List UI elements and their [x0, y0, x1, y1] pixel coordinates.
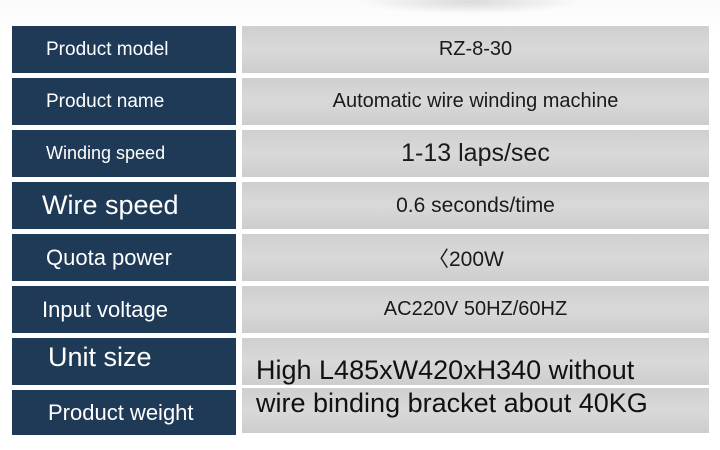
decorative-divider	[24, 128, 44, 130]
spec-value: 〈200W	[242, 234, 709, 281]
spec-row-winding-speed: Winding speed 1-13 laps/sec	[12, 130, 709, 177]
decorative-divider	[196, 128, 222, 130]
value-bg-top	[242, 338, 709, 385]
spec-value: 0.6 seconds/time	[242, 182, 709, 229]
spec-value: 1-13 laps/sec	[242, 130, 709, 177]
spec-value: RZ-8-30	[242, 26, 709, 73]
spec-label: Winding speed	[12, 130, 236, 177]
spec-table: Product model RZ-8-30 Product name Autom…	[12, 26, 709, 440]
size-weight-line-2: wire binding bracket about 40KG	[256, 388, 648, 418]
merged-value-cell: High L485xW420xH340 without wire binding…	[242, 338, 709, 433]
spec-label: Input voltage	[12, 286, 236, 333]
spec-label: Quota power	[12, 234, 236, 281]
spec-row-unit-size: Unit size	[12, 338, 709, 385]
spec-row-product-weight: Product weight	[12, 390, 709, 435]
spec-row-quota-power: Quota power 〈200W	[12, 234, 709, 281]
spec-value: AC220V 50HZ/60HZ	[242, 286, 709, 333]
spec-row-product-model: Product model RZ-8-30	[12, 26, 709, 73]
spec-row-input-voltage: Input voltage AC220V 50HZ/60HZ	[12, 286, 709, 333]
top-shadow	[360, 0, 580, 14]
value-bg-bottom	[242, 388, 709, 433]
size-weight-text: High L485xW420xH340 without wire binding…	[256, 354, 706, 420]
size-weight-line-1: High L485xW420xH340 without	[256, 355, 635, 385]
spec-row-wire-speed: Wire speed 0.6 seconds/time	[12, 182, 709, 229]
spec-value: Automatic wire winding machine	[242, 78, 709, 125]
spec-label: Product name	[12, 78, 236, 125]
spec-label: Product weight	[12, 390, 236, 435]
spec-label: Wire speed	[12, 182, 236, 229]
spec-label: Product model	[12, 26, 236, 73]
spec-label: Unit size	[12, 338, 236, 385]
spec-row-product-name: Product name Automatic wire winding mach…	[12, 78, 709, 125]
